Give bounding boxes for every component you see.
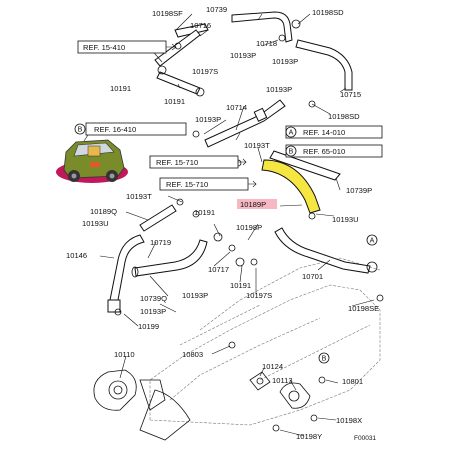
part-label-10191-c[interactable]: 10191 — [194, 208, 215, 217]
part-label-10198sf[interactable]: 10198SF — [152, 9, 183, 18]
leader-lines — [99, 13, 375, 437]
part-label-10198y[interactable]: 10198Y — [296, 432, 322, 441]
diagram-code: F00031 — [354, 435, 376, 442]
part-label-10191-b[interactable]: 10191 — [164, 97, 185, 106]
part-label-10189p-highlight[interactable]: 10189P — [237, 199, 277, 209]
part-label-10193p-d[interactable]: 10193P — [195, 115, 221, 124]
part-label-10193u-a[interactable]: 10193U — [82, 219, 109, 228]
part-label-10193p-e[interactable]: 10193P — [182, 291, 208, 300]
part-label-10198sd[interactable]: 10198SD — [312, 8, 344, 17]
part-label-10113[interactable]: 10113 — [272, 376, 293, 385]
ref-label: REF. 15-710 — [156, 158, 198, 167]
vehicle-thumbnail — [56, 139, 128, 183]
ref-box-15-710-b[interactable]: REF. 15-710 — [159, 177, 249, 191]
part-label-10719[interactable]: 10719 — [150, 238, 171, 247]
part-label-10739q[interactable]: 10739Q — [140, 294, 167, 303]
part-label-10193p-b[interactable]: 10193P — [272, 57, 298, 66]
part-label-10197s-a[interactable]: 10197S — [192, 67, 218, 76]
part-label-10198x[interactable]: 10198X — [336, 416, 362, 425]
circle-marker-b-bottom: B — [318, 352, 330, 364]
ref-arrows — [83, 43, 257, 188]
svg-text:A: A — [370, 238, 375, 245]
ref-label: REF. 14-010 — [303, 128, 345, 137]
ref-label: REF. 15-710 — [166, 180, 208, 189]
part-label-10199[interactable]: 10199 — [138, 322, 159, 331]
part-label-10191-d[interactable]: 10191 — [230, 281, 251, 290]
circle-marker-b-top: B — [285, 145, 297, 157]
ref-label: REF. 16-410 — [94, 125, 136, 134]
part-label-10716[interactable]: 10716 — [190, 21, 211, 30]
part-label-10718[interactable]: 10718 — [256, 39, 277, 48]
ref-box-16-410[interactable]: REF. 16-410 — [85, 122, 187, 136]
part-label-10803[interactable]: 10803 — [182, 350, 203, 359]
part-label-10717[interactable]: 10717 — [208, 265, 229, 274]
part-label-10714[interactable]: 10714 — [226, 103, 247, 112]
part-label-10193p-f[interactable]: 10193P — [140, 307, 166, 316]
part-label-10198se[interactable]: 10198SE — [348, 304, 379, 313]
highlighted-hose-10189p — [261, 150, 341, 214]
part-label-10739[interactable]: 10739 — [206, 5, 227, 14]
ref-label: REF. 15-410 — [83, 43, 125, 52]
ref-box-14-010[interactable]: REF. 14-010 — [285, 125, 383, 139]
part-label-10124[interactable]: 10124 — [262, 362, 283, 371]
hose-top — [154, 11, 353, 95]
thermostat-housing — [93, 369, 191, 441]
part-labels: 10198SF 10716 10739 10718 10198SD 10193P… — [66, 5, 379, 442]
ref-box-15-710-a[interactable]: REF. 15-710 — [149, 155, 239, 169]
part-label-10191-a[interactable]: 10191 — [110, 84, 131, 93]
part-label-10110[interactable]: 10110 — [114, 350, 135, 359]
part-label-10193u-b[interactable]: 10193U — [332, 215, 359, 224]
part-label-10193p-c[interactable]: 10193P — [266, 85, 292, 94]
part-label-10197s-b[interactable]: 10197S — [246, 291, 272, 300]
part-label-10701[interactable]: 10701 — [302, 272, 323, 281]
part-label-10198p[interactable]: 10198P — [236, 223, 262, 232]
part-label-10193t-a[interactable]: 10193T — [244, 141, 270, 150]
engine-outline — [149, 257, 381, 426]
ref-label: REF. 65-010 — [303, 147, 345, 156]
part-label-10739p[interactable]: 10739P — [346, 186, 372, 195]
circle-marker-a-ref16: B — [74, 123, 86, 135]
part-label-10715[interactable]: 10715 — [340, 90, 361, 99]
hose-10701 — [274, 227, 378, 274]
svg-text:B: B — [322, 356, 327, 363]
part-label-10198sd-b[interactable]: 10198SD — [328, 112, 360, 121]
hose-10739q — [131, 239, 208, 278]
svg-text:B: B — [78, 127, 83, 134]
hose-10714 — [204, 99, 286, 148]
part-number: 10189P — [240, 200, 266, 209]
water-outlet — [249, 371, 311, 409]
part-label-10189q[interactable]: 10189Q — [90, 207, 117, 216]
part-label-10146[interactable]: 10146 — [66, 251, 87, 260]
circle-marker-a-top: A — [285, 126, 297, 138]
part-label-10801[interactable]: 10801 — [342, 377, 363, 386]
hose-10189q — [139, 204, 177, 232]
svg-text:A: A — [289, 130, 294, 137]
ref-box-65-010[interactable]: REF. 65-010 — [285, 144, 383, 158]
ref-box-15-410[interactable]: REF. 15-410 — [77, 40, 167, 54]
part-label-10193t-b[interactable]: 10193T — [126, 192, 152, 201]
part-label-10193p-a[interactable]: 10193P — [230, 51, 256, 60]
circle-marker-a-right: A — [366, 234, 378, 246]
svg-text:B: B — [289, 149, 294, 156]
